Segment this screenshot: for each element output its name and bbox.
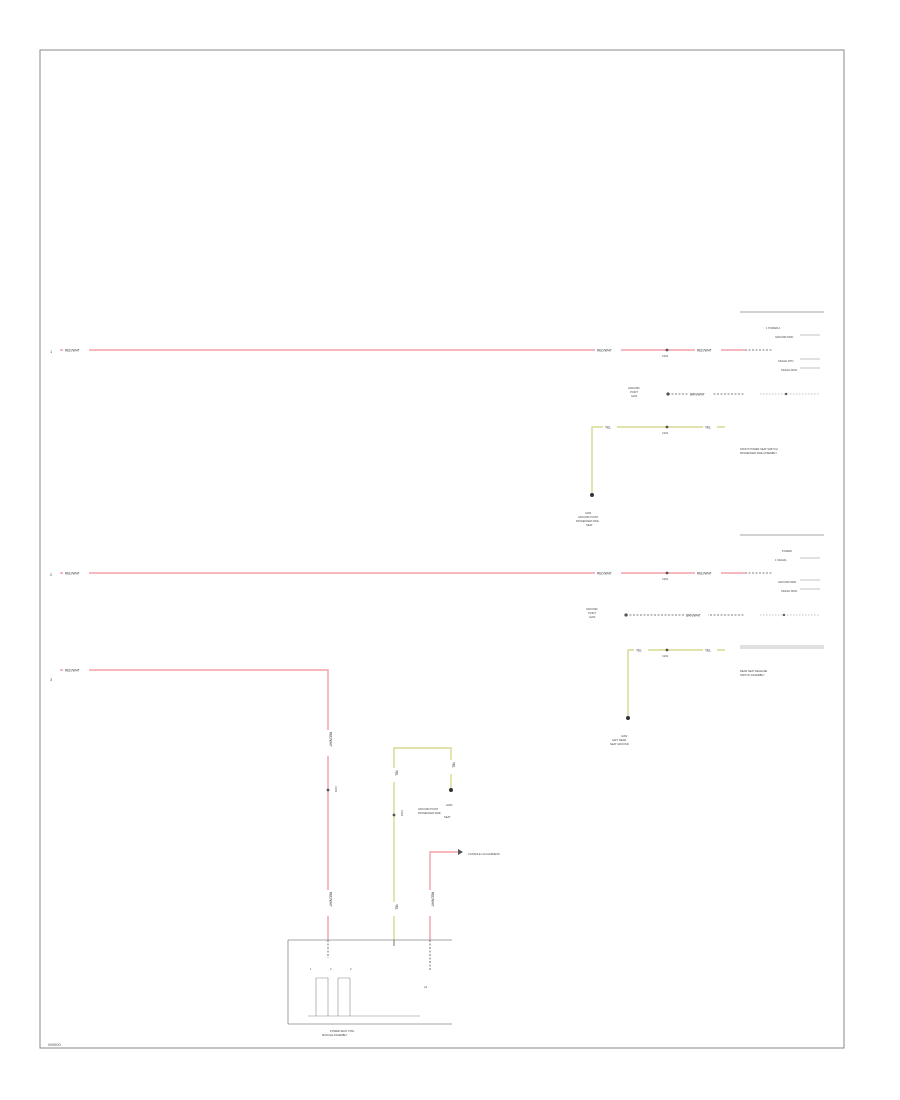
- diagram-frame: [39, 49, 845, 1049]
- module-yellow-wire: [393, 747, 452, 940]
- lower-pin-2: 1 SIGNAL: [775, 558, 787, 562]
- upper-yellow-tag-1: YEL: [605, 426, 611, 430]
- lan-red-tag: RED/WHT: [431, 892, 435, 907]
- lower-ground-symbol: [626, 716, 630, 720]
- module-pin-1: 1: [310, 967, 312, 971]
- lower-connector-block: POWER 1 SIGNAL GROUND MOD SIGNAL MOD GRO…: [586, 534, 824, 746]
- lower-pin-1: POWER: [782, 549, 792, 553]
- upper-yellow-wire: [591, 426, 725, 495]
- lower-pin-3: GROUND MOD: [778, 580, 796, 584]
- module-yellow-splice: C301: [400, 810, 404, 817]
- circuit-2-mid-tag: RED/WHT: [597, 572, 612, 576]
- circuit-1-number: 1: [50, 349, 53, 354]
- circuit-1-mid-tag: RED/WHT: [597, 349, 612, 353]
- circuit-2-number: 2: [50, 572, 53, 577]
- module-yellow-tag-2: YEL: [395, 904, 399, 910]
- circuit-1-end-tag: RED/WHT: [697, 349, 712, 353]
- module-pin-3: 3: [350, 967, 352, 971]
- upper-pin-2: GROUND MOD: [775, 335, 793, 339]
- upper-ground-wire-tag: BRN/WHT: [690, 393, 705, 397]
- lower-yellow-tag-1: YEL: [636, 649, 642, 653]
- circuit-1-splice: [665, 348, 669, 352]
- module-red-tag-1: RED/WHT: [329, 732, 333, 747]
- upper-pin-1: 1 POWER A: [766, 326, 781, 330]
- module-ground-tag: YEL: [452, 762, 456, 768]
- circuit-1: 1 RED/WHT RED/WHT C201 RED/WHT: [50, 347, 745, 358]
- module-pin-2: 2: [330, 967, 332, 971]
- lower-pin-4: SIGNAL MOD: [781, 589, 797, 593]
- circuit-2-end-tag: RED/WHT: [697, 572, 712, 576]
- circuit-3-start-tag: RED/WHT: [65, 669, 80, 673]
- upper-pin-4: SIGNAL MOD: [781, 368, 797, 372]
- circuit-2-start-tag: RED/WHT: [65, 572, 80, 576]
- module-red-splice: C301: [334, 786, 338, 793]
- lan-arrow-icon: [458, 849, 463, 855]
- lower-yellow-tag-3: YEL: [705, 649, 711, 653]
- lower-ground-wire-tag: BRN/WHT: [686, 614, 701, 618]
- upper-yellow-splice: C201: [662, 431, 669, 435]
- lower-yellow-splice: C201: [662, 654, 669, 658]
- module-yellow-tag-1: YEL: [395, 770, 399, 776]
- module-red-tag-2: RED/WHT: [329, 892, 333, 907]
- upper-connector-block: 1 POWER A GROUND MOD SIGNAL RTN SIGNAL M…: [576, 311, 824, 527]
- upper-ground-symbol: [590, 493, 594, 497]
- circuit-2-splice-label: C201: [662, 577, 669, 581]
- circuit-2: 2 RED/WHT RED/WHT C201 RED/WHT: [50, 570, 745, 581]
- lower-yellow-wire: [627, 649, 725, 718]
- lan-label: CONSOLE LAN HARNESS: [468, 852, 500, 856]
- circuit-3: 3 RED/WHT RED/WHT C301 RED/WHT: [50, 667, 338, 940]
- upper-yellow-tag-3: YEL: [705, 426, 711, 430]
- lan-circuit: RED/WHT CONSOLE LAN HARNESS: [427, 849, 500, 940]
- module-ground-symbol: [449, 788, 453, 792]
- upper-pin-3: SIGNAL RTN: [778, 359, 794, 363]
- circuit-3-red-wire: [60, 669, 329, 940]
- circuit-3-number: 3: [50, 677, 53, 682]
- footer-code: W0000: [48, 1042, 61, 1047]
- circuit-1-start-tag: RED/WHT: [65, 349, 80, 353]
- circuit-1-splice-label: C201: [662, 354, 669, 358]
- module-pin-4: A1: [424, 985, 428, 989]
